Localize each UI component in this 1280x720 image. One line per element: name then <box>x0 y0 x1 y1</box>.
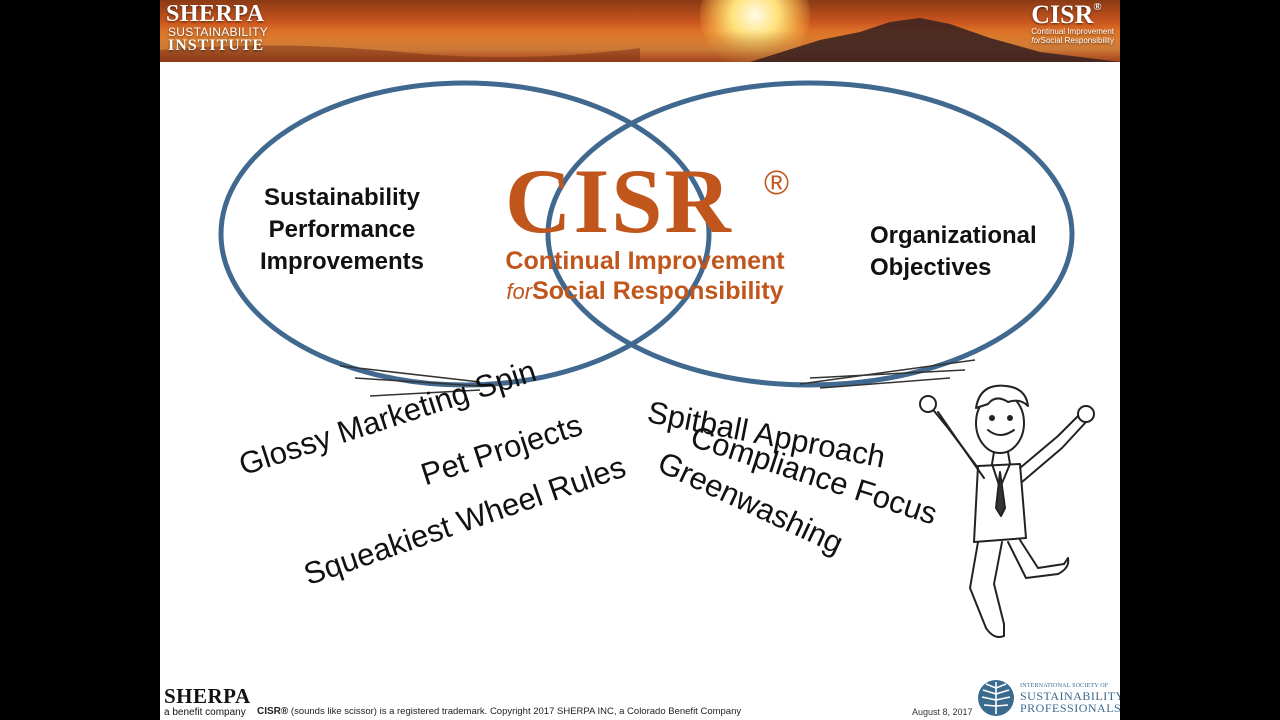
brand-left-line3: INSTITUTE <box>168 37 265 54</box>
right-label-line2: Objectives <box>870 254 992 281</box>
slide: SHERPA SUSTAINABILITY INSTITUTE CISR® Co… <box>160 0 1120 720</box>
issp-logo: INTERNATIONAL SOCIETY OF SUSTAINABILITY … <box>976 678 1120 720</box>
cisr-header-for: for <box>1031 35 1041 45</box>
header-banner: SHERPA SUSTAINABILITY INSTITUTE CISR® Co… <box>160 0 1120 62</box>
sherpa-footer-logo: SHERPA a benefit company <box>164 686 251 719</box>
left-label-line3: Improvements <box>259 248 425 275</box>
left-label-line1: Sustainability <box>263 184 421 211</box>
cisr-header-sub2: Social Responsibility <box>1040 35 1114 45</box>
cisr-center-sub2-rest: Social Responsibility <box>532 277 784 305</box>
celebrating-man-icon <box>919 384 1095 638</box>
issp-line1: INTERNATIONAL SOCIETY OF <box>1020 683 1109 689</box>
venn-diagram <box>218 80 1075 397</box>
cisr-center-title: CISR <box>505 150 733 252</box>
cisr-center-sub2: forSocial Responsibility <box>490 276 800 307</box>
brand-left-line1: SHERPA <box>166 1 265 27</box>
issp-leaf-icon <box>978 680 1014 716</box>
right-label-line1: Organizational <box>870 222 1037 249</box>
footer-note-bold: CISR® <box>257 706 289 717</box>
cisr-header-title: CISR <box>1031 0 1094 29</box>
footer-logo: SHERPA <box>164 684 251 708</box>
cisr-header-reg: ® <box>1093 1 1102 13</box>
right-ellipse <box>545 80 1075 388</box>
left-label-line2: Performance <box>268 216 416 243</box>
issp-line3: PROFESSIONALS <box>1020 701 1120 715</box>
footer-date: August 8, 2017 <box>912 707 973 717</box>
cisr-center-for: for <box>506 279 533 304</box>
footer-note-text: (sounds like scissor) is a registered tr… <box>288 706 742 717</box>
footer-tagline: a benefit company <box>164 707 246 718</box>
label-organizational-objectives: Organizational Objectives <box>870 220 1070 284</box>
brand-left-line2: SUSTAINABILITY <box>168 25 269 39</box>
footer-trademark-note: CISR® (sounds like scissor) is a registe… <box>257 706 741 717</box>
cisr-center-reg: ® <box>764 164 790 202</box>
cisr-header-logo: CISR® Continual Improvement forSocial Re… <box>1031 2 1114 46</box>
cisr-center-sub1: Continual Improvement <box>505 247 785 275</box>
issp-line2: SUSTAINABILITY <box>1020 689 1120 703</box>
label-sustainability-performance: Sustainability Performance Improvements <box>242 182 442 278</box>
cisr-header-sub1: Continual Improvement <box>1031 27 1114 36</box>
mountain-graphic <box>160 18 1120 62</box>
motion-lines <box>339 359 976 397</box>
sherpa-institute-logo: SHERPA SUSTAINABILITY INSTITUTE <box>166 2 268 54</box>
